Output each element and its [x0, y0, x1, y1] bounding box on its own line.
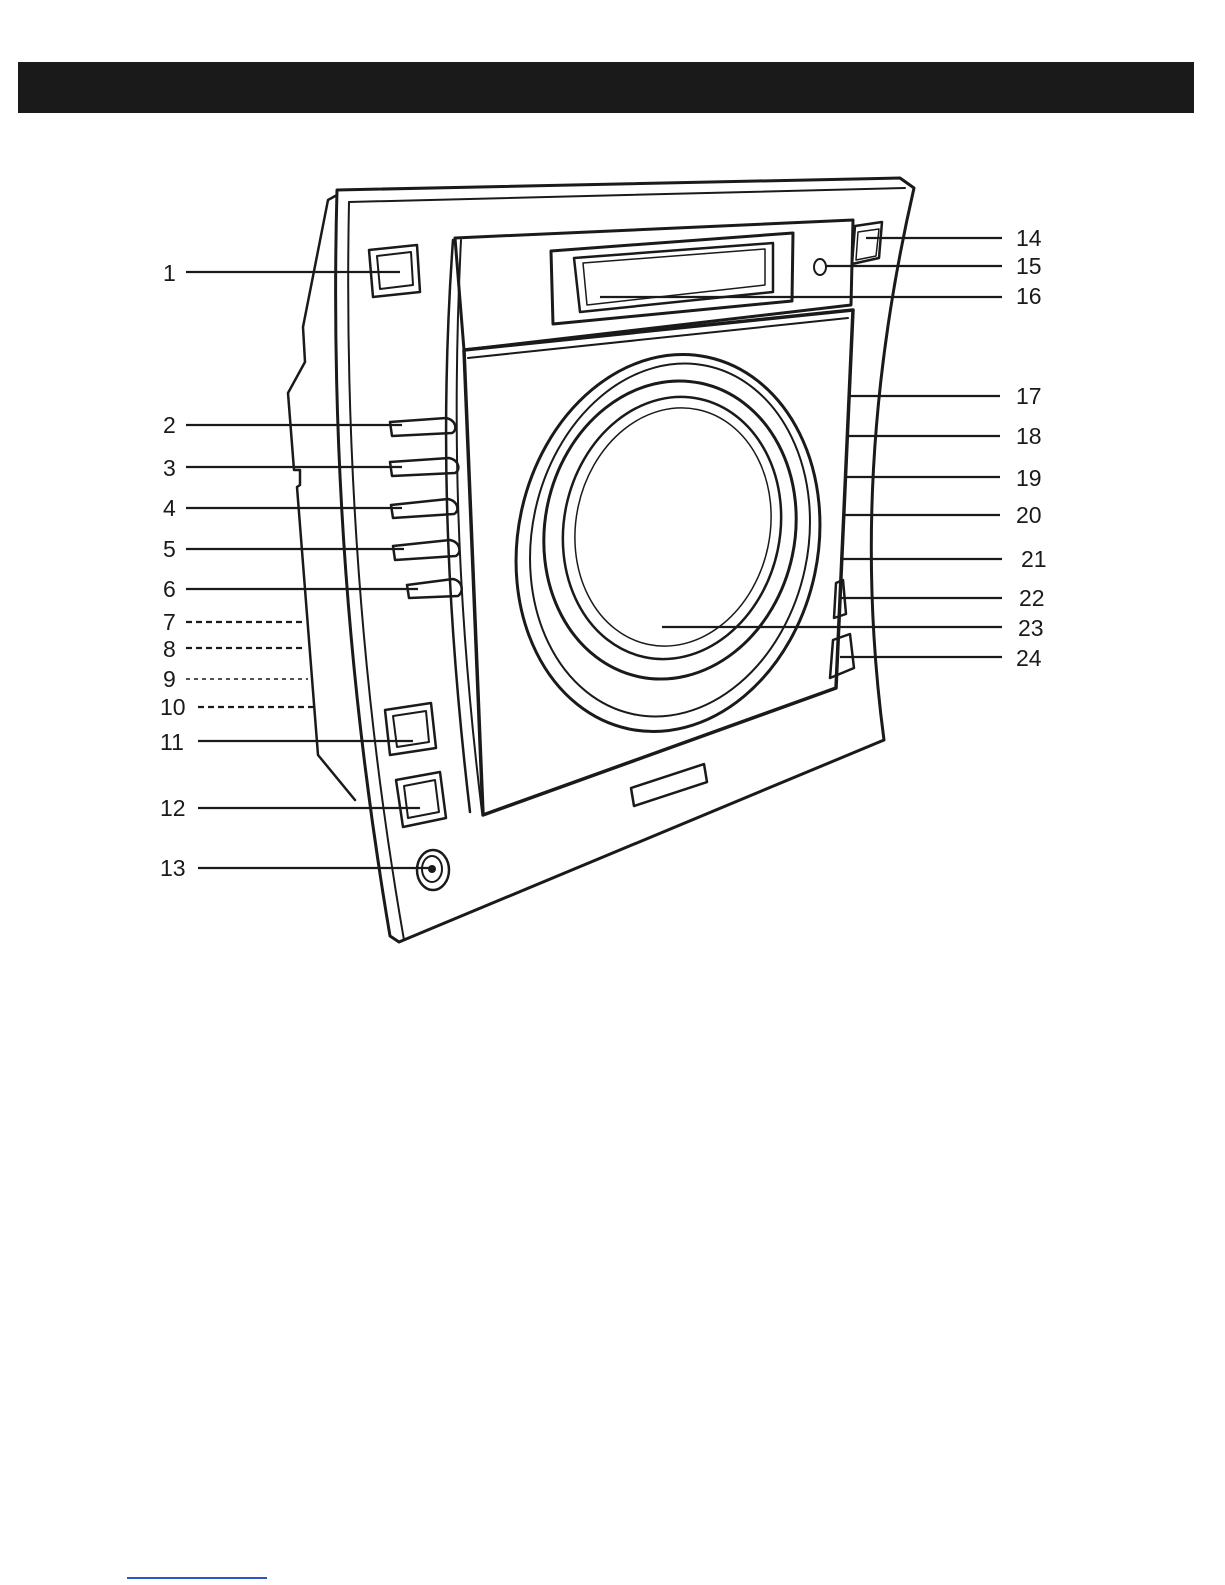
footer-link-underline[interactable] — [127, 1577, 267, 1579]
display-window — [551, 233, 793, 324]
callout-19: 19 — [1016, 465, 1042, 491]
callout-12: 12 — [160, 795, 186, 821]
callout-15: 15 — [1016, 253, 1042, 279]
top-right-button[interactable] — [852, 222, 882, 264]
callout-9: 9 — [163, 666, 176, 692]
callout-8: 8 — [163, 636, 176, 662]
indicator-light — [814, 259, 826, 275]
round-jack[interactable] — [417, 850, 449, 890]
inner-frame-edge — [348, 202, 404, 940]
callout-21: 21 — [1021, 546, 1047, 572]
callout-4: 4 — [163, 495, 176, 521]
rear-side-panel — [288, 195, 355, 800]
callout-7: 7 — [163, 609, 176, 635]
inner-frame-top — [349, 188, 905, 202]
callout-18: 18 — [1016, 423, 1042, 449]
speaker-disc — [482, 326, 854, 760]
bottom-slot — [631, 764, 707, 806]
callout-5: 5 — [163, 536, 176, 562]
front-face-inner — [468, 318, 848, 358]
lower-button-1[interactable] — [385, 703, 436, 755]
lower-button-2[interactable] — [396, 772, 446, 827]
callout-22: 22 — [1019, 585, 1045, 611]
callout-13: 13 — [160, 855, 186, 881]
front-face — [464, 310, 853, 815]
callout-20: 20 — [1016, 502, 1042, 528]
callout-23: 23 — [1018, 615, 1044, 641]
outer-frame — [336, 178, 914, 942]
callout-numbers-left: 1 2 3 4 5 6 7 8 9 10 11 12 13 — [160, 260, 186, 881]
callout-1: 1 — [163, 260, 176, 286]
callout-17: 17 — [1016, 383, 1042, 409]
callout-2: 2 — [163, 412, 176, 438]
callout-24: 24 — [1016, 645, 1042, 671]
callout-numbers-right: 14 15 16 17 18 19 20 21 22 23 24 — [1016, 225, 1047, 671]
callout-16: 16 — [1016, 283, 1042, 309]
callout-10: 10 — [160, 694, 186, 720]
callout-6: 6 — [163, 576, 176, 602]
device-body — [288, 178, 914, 942]
callout-11: 11 — [160, 729, 184, 755]
callout-14: 14 — [1016, 225, 1042, 251]
callout-3: 3 — [163, 455, 176, 481]
